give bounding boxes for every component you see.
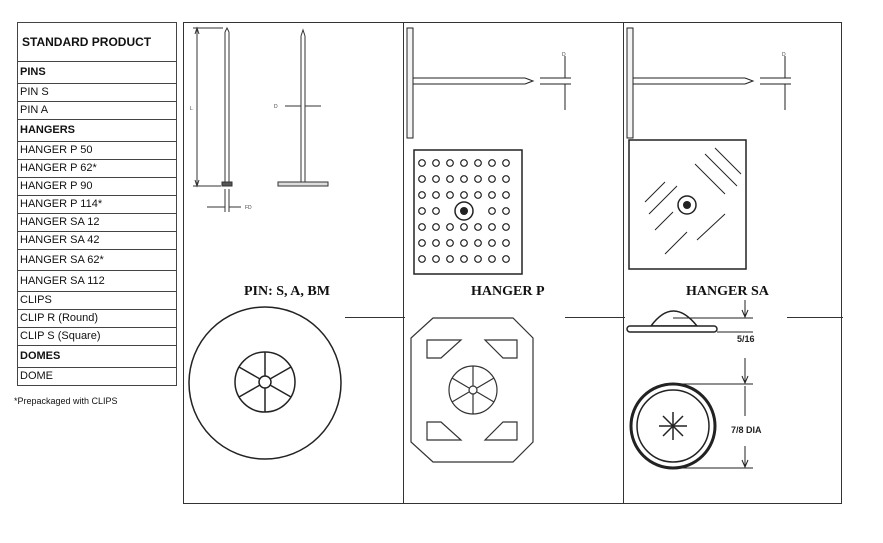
perforation-hole bbox=[474, 223, 482, 231]
perforation-hole bbox=[474, 191, 482, 199]
perforation-hole bbox=[418, 255, 426, 263]
divider bbox=[787, 317, 843, 318]
hanger-p-drawing: D bbox=[406, 27, 571, 275]
perforation-hole bbox=[418, 239, 426, 247]
table-row: HANGER SA 112 bbox=[17, 270, 177, 292]
table-row: HANGER SA 12 bbox=[17, 213, 177, 232]
perforation-hole bbox=[460, 223, 468, 231]
clip-square-drawing bbox=[410, 317, 534, 463]
perforation-hole bbox=[502, 175, 510, 183]
perforation-hole bbox=[460, 175, 468, 183]
perforation-hole bbox=[502, 223, 510, 231]
perforation-hole bbox=[502, 159, 510, 167]
divider bbox=[345, 317, 405, 318]
divider bbox=[403, 22, 404, 504]
table-row: PIN S bbox=[17, 83, 177, 102]
pin-label-l: L bbox=[190, 106, 193, 112]
perforation-hole bbox=[488, 255, 496, 263]
perforation-hole bbox=[488, 159, 496, 167]
perforation-hole bbox=[418, 223, 426, 231]
table-section-header: HANGERS bbox=[17, 119, 177, 142]
perforation-hole bbox=[446, 191, 454, 199]
perforation-hole bbox=[418, 175, 426, 183]
perforation-hole bbox=[460, 159, 468, 167]
table-row: HANGER P 50 bbox=[17, 141, 177, 160]
divider bbox=[623, 22, 624, 504]
perforation-hole bbox=[432, 159, 440, 167]
table-section-header: DOMES bbox=[17, 345, 177, 368]
table-row: HANGER SA 42 bbox=[17, 231, 177, 250]
dome-height-label: 5/16 bbox=[737, 334, 755, 344]
perforation-hole bbox=[460, 191, 468, 199]
table-header: STANDARD PRODUCT bbox=[17, 22, 177, 62]
table-section-header: PINS bbox=[17, 61, 177, 84]
hanger-p-label-d: D bbox=[562, 52, 566, 58]
perforation-hole bbox=[474, 255, 482, 263]
perforation-hole bbox=[446, 223, 454, 231]
perforation-hole bbox=[502, 255, 510, 263]
pin-drawing: L D FD bbox=[190, 26, 329, 212]
perforation-hole bbox=[446, 175, 454, 183]
table-row: HANGER SA 62* bbox=[17, 249, 177, 271]
perforation-hole bbox=[446, 159, 454, 167]
pin-label-fd: FD bbox=[245, 205, 252, 211]
divider bbox=[565, 317, 625, 318]
perforation-hole bbox=[488, 175, 496, 183]
pin-label-d: D bbox=[274, 104, 278, 110]
perforation-hole bbox=[432, 175, 440, 183]
figure-frame bbox=[183, 22, 842, 504]
dome-drawing: 5/16 7/8 DIA bbox=[626, 300, 762, 470]
table-row: CLIP R (Round) bbox=[17, 309, 177, 328]
perforation-hole bbox=[488, 191, 496, 199]
perforation-hole bbox=[432, 191, 440, 199]
perforation-hole bbox=[460, 239, 468, 247]
perforation-hole bbox=[502, 207, 510, 215]
table-row: CLIPS bbox=[17, 291, 177, 310]
hanger-sa-caption: HANGER SA bbox=[686, 284, 769, 299]
hanger-p-caption: HANGER P bbox=[471, 284, 545, 299]
perforation-hole bbox=[474, 239, 482, 247]
table-row: HANGER P 62* bbox=[17, 159, 177, 178]
table-row: HANGER P 90 bbox=[17, 177, 177, 196]
footnote: *Prepackaged with CLIPS bbox=[14, 396, 118, 406]
pin-caption: PIN: S, A, BM bbox=[244, 284, 330, 299]
perforation-hole bbox=[460, 255, 468, 263]
perforation-hole bbox=[502, 191, 510, 199]
perforation-hole bbox=[488, 239, 496, 247]
table-row: CLIP S (Square) bbox=[17, 327, 177, 346]
perforation-holes bbox=[418, 159, 510, 263]
perforation-hole bbox=[432, 239, 440, 247]
perforation-hole bbox=[446, 239, 454, 247]
dome-diameter-label: 7/8 DIA bbox=[731, 425, 762, 435]
perforation-hole bbox=[432, 207, 440, 215]
perforation-hole bbox=[474, 175, 482, 183]
perforation-hole bbox=[418, 207, 426, 215]
perforation-hole bbox=[502, 239, 510, 247]
hanger-sa-drawing: D bbox=[626, 27, 791, 270]
table-row: HANGER P 114* bbox=[17, 195, 177, 214]
table-row: DOME bbox=[17, 367, 177, 386]
perforation-hole bbox=[432, 223, 440, 231]
perforation-hole bbox=[418, 191, 426, 199]
perforation-hole bbox=[474, 159, 482, 167]
perforation-hole bbox=[446, 255, 454, 263]
perforation-hole bbox=[432, 255, 440, 263]
perforation-hole bbox=[418, 159, 426, 167]
table-row: PIN A bbox=[17, 101, 177, 120]
perforation-hole bbox=[488, 207, 496, 215]
hanger-sa-label-d: D bbox=[782, 52, 786, 58]
perforation-hole bbox=[488, 223, 496, 231]
clip-round-drawing bbox=[188, 306, 342, 460]
